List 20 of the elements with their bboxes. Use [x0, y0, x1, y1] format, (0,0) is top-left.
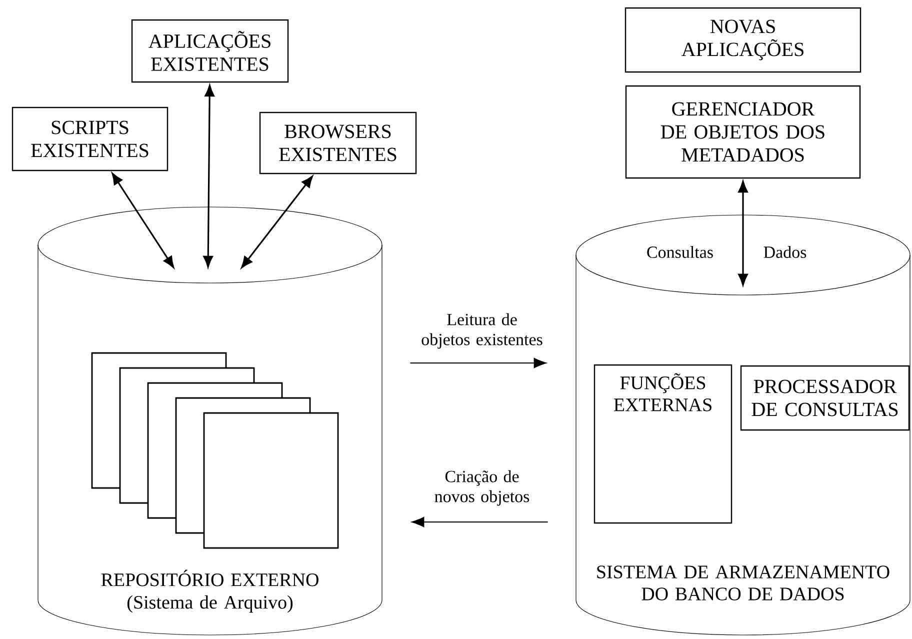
- arrow-label: Consultas: [647, 246, 713, 258]
- arrow-label: Dados: [764, 246, 806, 258]
- cylinder-label: REPOSITÓRIO EXTERNO: [101, 570, 318, 586]
- process-box: PROCESSADOR DE CONSULTAS: [740, 365, 910, 431]
- process-box: APLICAÇÕES EXISTENTES: [131, 19, 289, 83]
- edge-label: Criação de novos objetos: [434, 470, 530, 506]
- arrow: [410, 358, 546, 368]
- arrow: [412, 516, 548, 528]
- process-box: FUNÇÕES EXTERNAS: [594, 364, 732, 524]
- cylinder-label: SISTEMA DE ARMAZENAMENTO DO BANCO DE DADOS: [597, 566, 890, 600]
- process-box: BROWSERS EXISTENTES: [259, 112, 417, 174]
- edge-label: Leitura de objetos existentes: [422, 313, 542, 349]
- process-box: NOVAS APLICAÇÕES: [624, 7, 862, 73]
- arrow: [738, 180, 748, 286]
- cylinder-label: (Sistema de Arquivo): [127, 595, 293, 613]
- process-box: SCRIPTS EXISTENTES: [12, 106, 168, 172]
- arrow: [203, 84, 214, 268]
- arrow: [112, 172, 174, 268]
- arrow: [241, 176, 313, 268]
- process-box: GERENCIADOR DE OBJETOS DOS METADADOS: [625, 85, 861, 179]
